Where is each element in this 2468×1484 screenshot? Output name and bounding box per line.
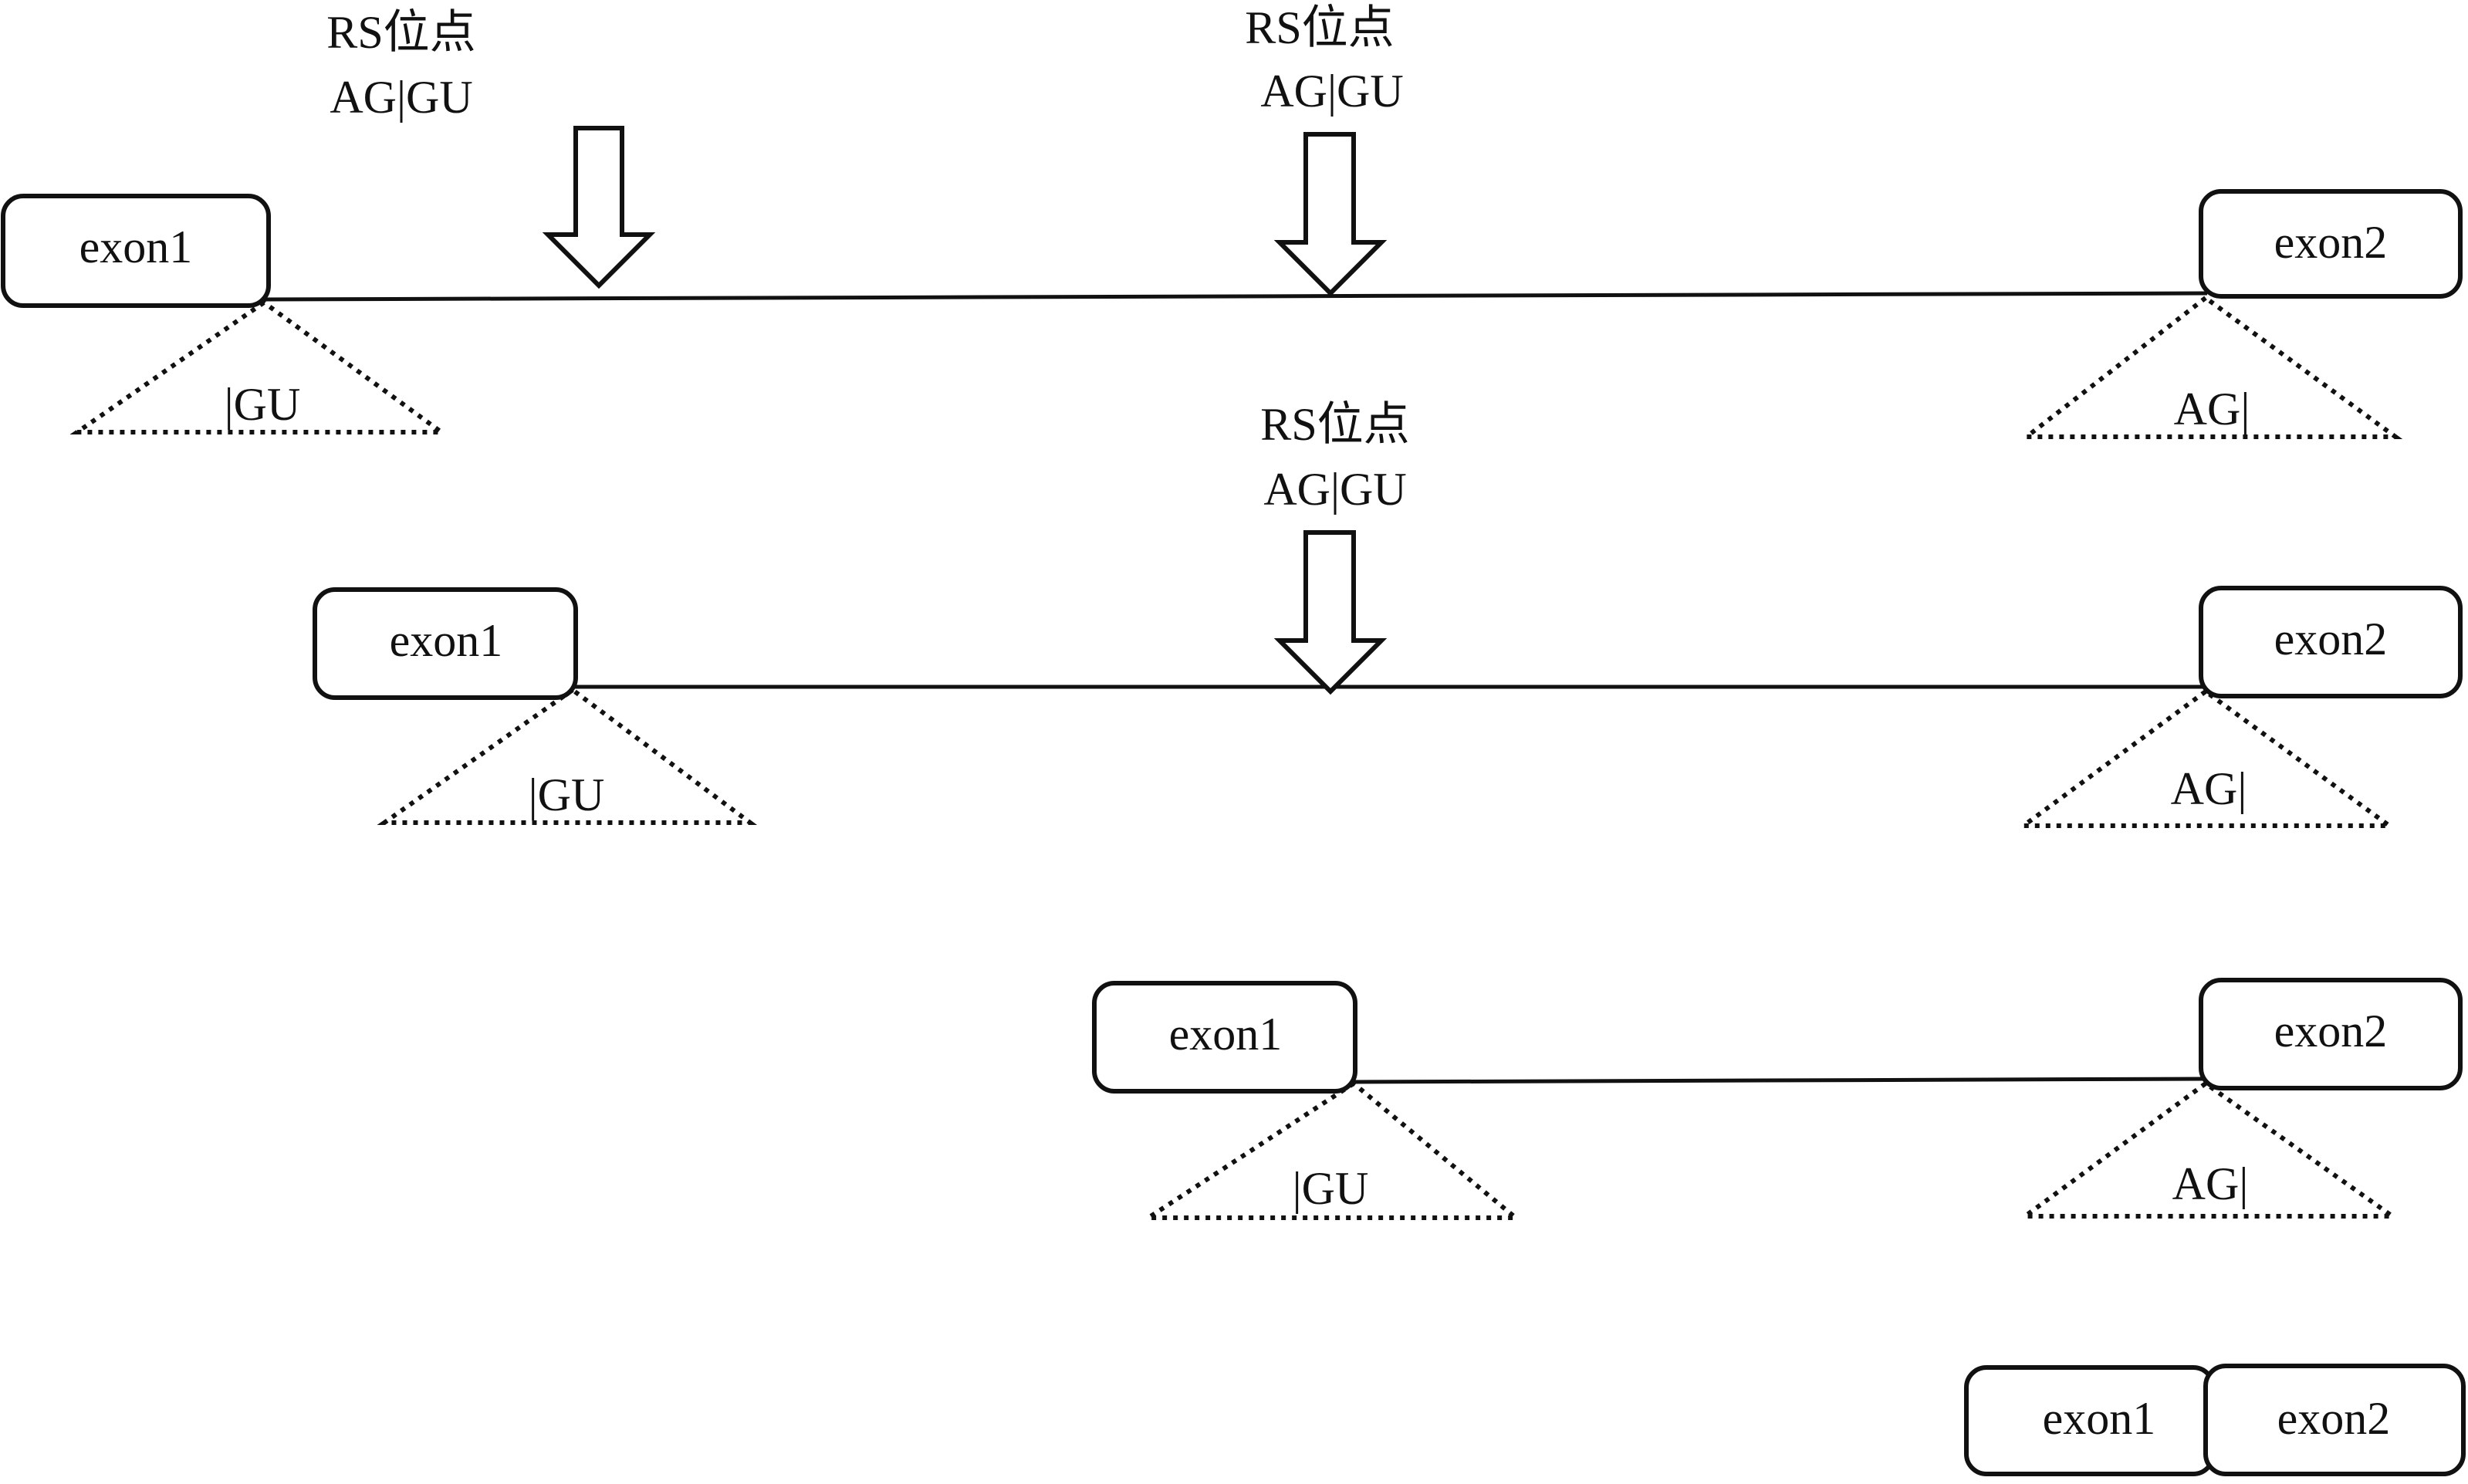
exon2-label: exon2 <box>2277 1393 2391 1444</box>
exon1-label: exon1 <box>1169 1009 1283 1060</box>
donor-triangle <box>377 687 758 825</box>
row-1: exon1 exon2 |GU AG| RS位点 AG|GU RS位点 AG|G… <box>1 2 2463 439</box>
rs-site-title: RS位点 <box>1245 2 1394 53</box>
exon1-label: exon1 <box>79 221 193 272</box>
exon2-box <box>2203 1364 2466 1476</box>
exon1-box <box>1 194 271 308</box>
exon1-label: exon1 <box>390 615 503 666</box>
intron-line <box>262 291 2208 302</box>
rs-site-title: RS位点 <box>326 7 475 58</box>
rs-site-sequence: AG|GU <box>330 72 472 123</box>
rs-arrow <box>1273 530 1388 695</box>
rs-arrow <box>542 126 656 289</box>
acceptor-site-label: AG| <box>2174 384 2250 434</box>
exon1-label: exon1 <box>2043 1393 2156 1444</box>
row-2: exon1 exon2 |GU AG| RS位点 AG|GU <box>313 399 2463 828</box>
exon1-box <box>1092 981 1357 1094</box>
row-3: exon1 exon2 |GU AG| <box>1092 978 2463 1220</box>
acceptor-triangle <box>2016 688 2397 828</box>
exon2-box <box>2199 978 2463 1090</box>
rs-site-3: RS位点 AG|GU <box>1260 399 1410 695</box>
donor-site-label: |GU <box>1293 1163 1369 1214</box>
rs-site-sequence: AG|GU <box>1263 464 1406 515</box>
exon2-label: exon2 <box>2274 1006 2388 1056</box>
acceptor-triangle <box>2017 1080 2400 1219</box>
donor-triangle <box>1140 1080 1523 1220</box>
rs-site-1: RS位点 AG|GU <box>326 7 656 289</box>
intron-line <box>1350 1077 2205 1084</box>
exon2-label: exon2 <box>2274 614 2388 664</box>
rs-site-2: RS位点 AG|GU <box>1245 2 1404 297</box>
exon2-label: exon2 <box>2274 217 2388 268</box>
donor-site-label: |GU <box>225 379 301 430</box>
rs-site-sequence: AG|GU <box>1260 66 1403 117</box>
rs-site-title: RS位点 <box>1260 399 1409 450</box>
rs-arrow <box>1273 132 1388 297</box>
acceptor-site-label: AG| <box>2171 763 2247 814</box>
donor-site-label: |GU <box>529 769 605 820</box>
acceptor-site-label: AG| <box>2172 1158 2249 1209</box>
acceptor-triangle <box>2020 295 2403 439</box>
row-4-spliced-mrna: exon1 exon2 <box>1964 1364 2466 1476</box>
exon2-box <box>2199 586 2463 698</box>
exon2-box <box>2199 189 2463 299</box>
exon1-box <box>313 587 578 700</box>
